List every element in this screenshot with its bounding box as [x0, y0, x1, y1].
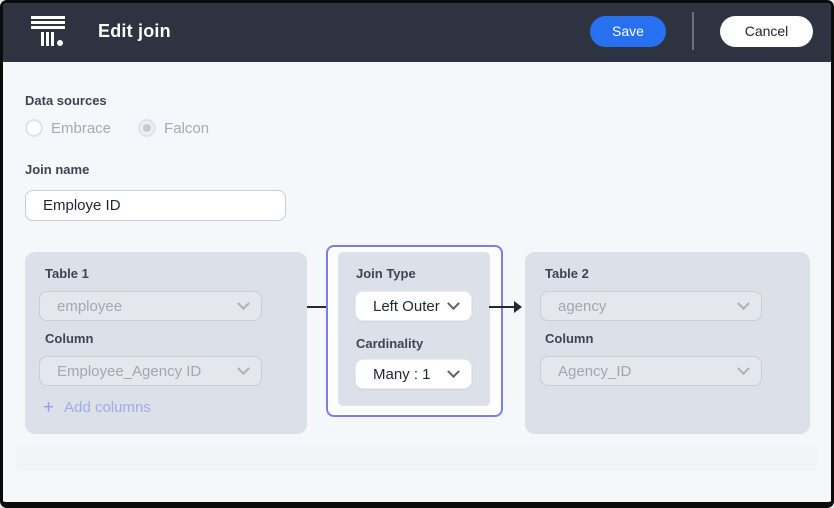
chevron-down-icon: [737, 361, 750, 375]
radio-circle-icon: [138, 119, 157, 137]
table1-select-value: employee: [57, 297, 123, 315]
thoughtspot-logo-icon: [31, 16, 65, 46]
footer-strip: [16, 446, 818, 470]
join-type-label: Join Type: [356, 266, 416, 281]
cardinality-select-value: Many : 1: [373, 365, 431, 383]
chevron-down-icon: [237, 296, 250, 310]
table2-select[interactable]: agency: [540, 291, 762, 321]
table1-column-label: Column: [45, 331, 94, 346]
chevron-down-icon: [237, 361, 250, 375]
radio-falcon-label: Falcon: [164, 119, 210, 137]
table2-select-value: agency: [558, 297, 607, 315]
radio-embrace-label: Embrace: [51, 119, 112, 137]
save-button[interactable]: Save: [590, 15, 666, 47]
table1-select[interactable]: employee: [39, 291, 262, 321]
table2-column-select-value: Agency_ID: [558, 362, 632, 380]
join-name-label: Join name: [25, 162, 90, 177]
join-settings-box: Join Type Left Outer Cardinality Many : …: [326, 245, 503, 417]
chevron-down-icon: [447, 296, 460, 310]
table2-label: Table 2: [545, 266, 589, 281]
join-type-select[interactable]: Left Outer: [355, 291, 472, 321]
chevron-down-icon: [447, 364, 460, 378]
header-divider: [692, 12, 694, 50]
table1-column-select[interactable]: Employee_Agency ID: [39, 356, 262, 386]
table2-column-label: Column: [545, 331, 594, 346]
data-sources-label: Data sources: [25, 93, 107, 108]
right-arrow-icon: [514, 301, 522, 313]
cardinality-select[interactable]: Many : 1: [355, 359, 472, 389]
table1-panel: Table 1 employee Column Employee_Agency …: [25, 252, 307, 434]
table2-column-select[interactable]: Agency_ID: [540, 356, 762, 386]
add-columns-label: Add columns: [64, 399, 151, 416]
connector-line-right: [489, 306, 516, 308]
header-bar: Edit join Save Cancel: [3, 3, 831, 62]
chevron-down-icon: [737, 296, 750, 310]
table2-panel: Table 2 agency Column Agency_ID: [525, 252, 810, 434]
cancel-button[interactable]: Cancel: [720, 15, 813, 47]
radio-embrace[interactable]: Embrace: [25, 119, 111, 137]
connector-line-left: [307, 306, 341, 308]
radio-circle-icon: [25, 119, 43, 137]
plus-icon: +: [43, 397, 55, 418]
join-settings-panel: Join Type Left Outer Cardinality Many : …: [338, 252, 490, 406]
table1-column-select-value: Employee_Agency ID: [57, 362, 202, 380]
table1-label: Table 1: [45, 266, 89, 281]
add-columns-link[interactable]: + Add columns: [43, 398, 151, 417]
radio-falcon[interactable]: Falcon: [138, 119, 209, 137]
data-sources-radio-group: Embrace Falcon: [25, 119, 236, 137]
cardinality-label: Cardinality: [356, 336, 424, 351]
join-name-input[interactable]: [25, 190, 286, 221]
page-title: Edit join: [98, 20, 171, 41]
join-type-select-value: Left Outer: [373, 297, 440, 315]
